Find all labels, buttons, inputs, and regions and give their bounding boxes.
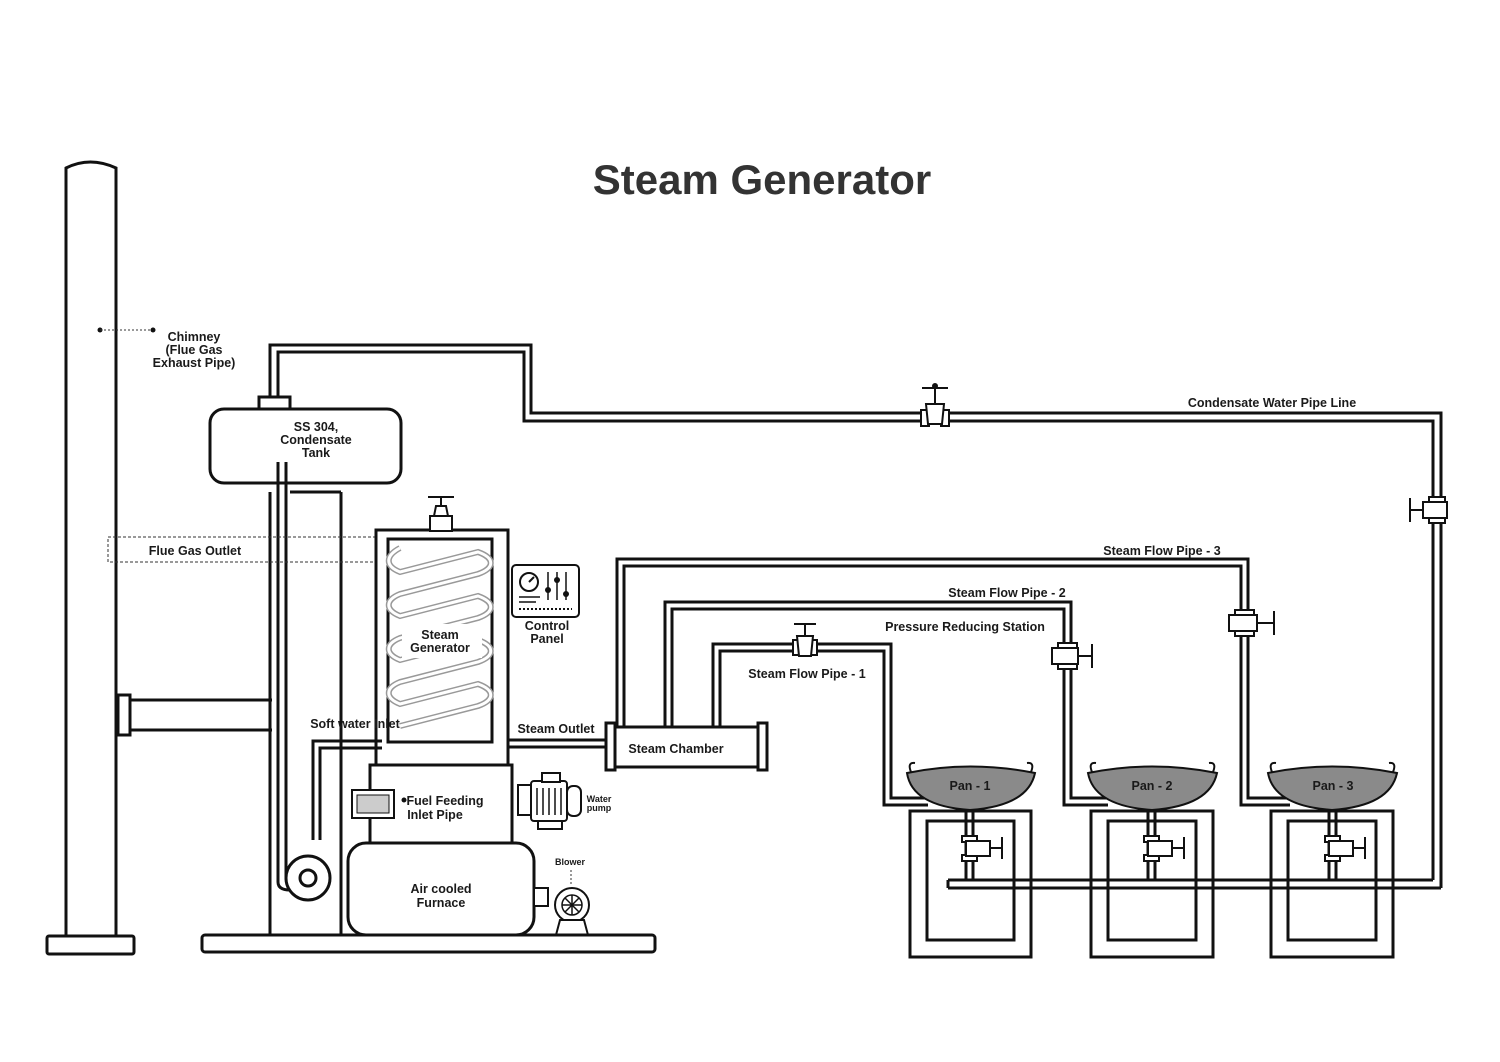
flue-gas-outlet-label: Flue Gas Outlet xyxy=(149,544,242,558)
steam-flow-pipe-3 xyxy=(615,557,1290,807)
pan-2-label: Pan - 2 xyxy=(1132,779,1173,793)
svg-text:Condensate: Condensate xyxy=(280,433,352,447)
chimney xyxy=(45,160,272,956)
steam-chamber-label: Steam Chamber xyxy=(628,742,723,756)
steam-chamber xyxy=(604,721,769,772)
fuel-feeding-label: Fuel Feeding Inlet Pipe xyxy=(406,794,483,822)
steam-flow-pipe-2 xyxy=(663,600,1108,807)
steam-generator-label: Steam Generator xyxy=(410,628,470,655)
base-plate xyxy=(200,933,657,954)
blower-icon xyxy=(533,870,590,936)
pan-3-label: Pan - 3 xyxy=(1313,779,1354,793)
steam-pipe-2-label: Steam Flow Pipe - 2 xyxy=(948,586,1065,600)
condensate-line-label: Condensate Water Pipe Line xyxy=(1188,396,1356,410)
condensate-valve-right xyxy=(1409,496,1448,524)
steam-generator-vessel xyxy=(374,528,510,767)
svg-text:Water: Water xyxy=(587,794,612,804)
water-pump-label: Water pump xyxy=(587,794,612,813)
pan-3-assembly xyxy=(1266,761,1399,959)
blower-label: Blower xyxy=(555,857,586,867)
pipe-2-valve xyxy=(1051,642,1093,670)
pipe-1-valve xyxy=(792,623,818,657)
svg-text:Tank: Tank xyxy=(302,446,330,460)
soft-water-inlet-pipe xyxy=(311,739,382,840)
steam-outlet-pipe xyxy=(508,738,605,749)
control-panel-label: Control Panel xyxy=(525,619,569,646)
steam-outlet-label: Steam Outlet xyxy=(517,722,595,736)
svg-text:Exhaust Pipe): Exhaust Pipe) xyxy=(153,356,236,370)
svg-text:Generator: Generator xyxy=(410,641,470,655)
svg-text:pump: pump xyxy=(587,803,612,813)
pressure-reducing-station-label: Pressure Reducing Station xyxy=(885,620,1045,634)
generator-top-valve xyxy=(428,496,454,532)
svg-text:Air cooled: Air cooled xyxy=(410,882,471,896)
svg-text:Fuel Feeding: Fuel Feeding xyxy=(406,794,483,808)
control-panel-icon xyxy=(511,564,580,618)
fuel-feeding-section xyxy=(351,763,514,845)
condensate-valve-top xyxy=(920,383,950,427)
furnace-label: Air cooled Furnace xyxy=(410,882,471,910)
steam-pipe-3-label: Steam Flow Pipe - 3 xyxy=(1103,544,1220,558)
tank-drain-pipe xyxy=(268,462,343,936)
diagram-title: Steam Generator xyxy=(593,156,931,203)
condensate-tank-label: SS 304, Condensate Tank xyxy=(280,420,352,460)
svg-text:(Flue Gas: (Flue Gas xyxy=(166,343,223,357)
pipe-3-valve xyxy=(1228,609,1275,637)
svg-text:Furnace: Furnace xyxy=(417,896,466,910)
svg-text:Control: Control xyxy=(525,619,569,633)
condensate-tank xyxy=(208,395,403,485)
steam-flow-pipe-1 xyxy=(711,642,928,807)
svg-text:Panel: Panel xyxy=(530,632,563,646)
chimney-label: Chimney (Flue Gas Exhaust Pipe) xyxy=(153,330,236,370)
water-pump-icon xyxy=(517,772,582,830)
pan-1-label: Pan - 1 xyxy=(950,779,991,793)
soft-water-inlet-label: Soft water Inlet xyxy=(310,717,400,731)
svg-text:Inlet Pipe: Inlet Pipe xyxy=(407,808,463,822)
steam-pipe-1-label: Steam Flow Pipe - 1 xyxy=(748,667,865,681)
pan-2-assembly xyxy=(1086,761,1219,959)
svg-text:SS 304,: SS 304, xyxy=(294,420,338,434)
svg-text:Chimney: Chimney xyxy=(168,330,221,344)
pan-1-assembly xyxy=(905,761,1037,959)
svg-text:Steam: Steam xyxy=(421,628,459,642)
